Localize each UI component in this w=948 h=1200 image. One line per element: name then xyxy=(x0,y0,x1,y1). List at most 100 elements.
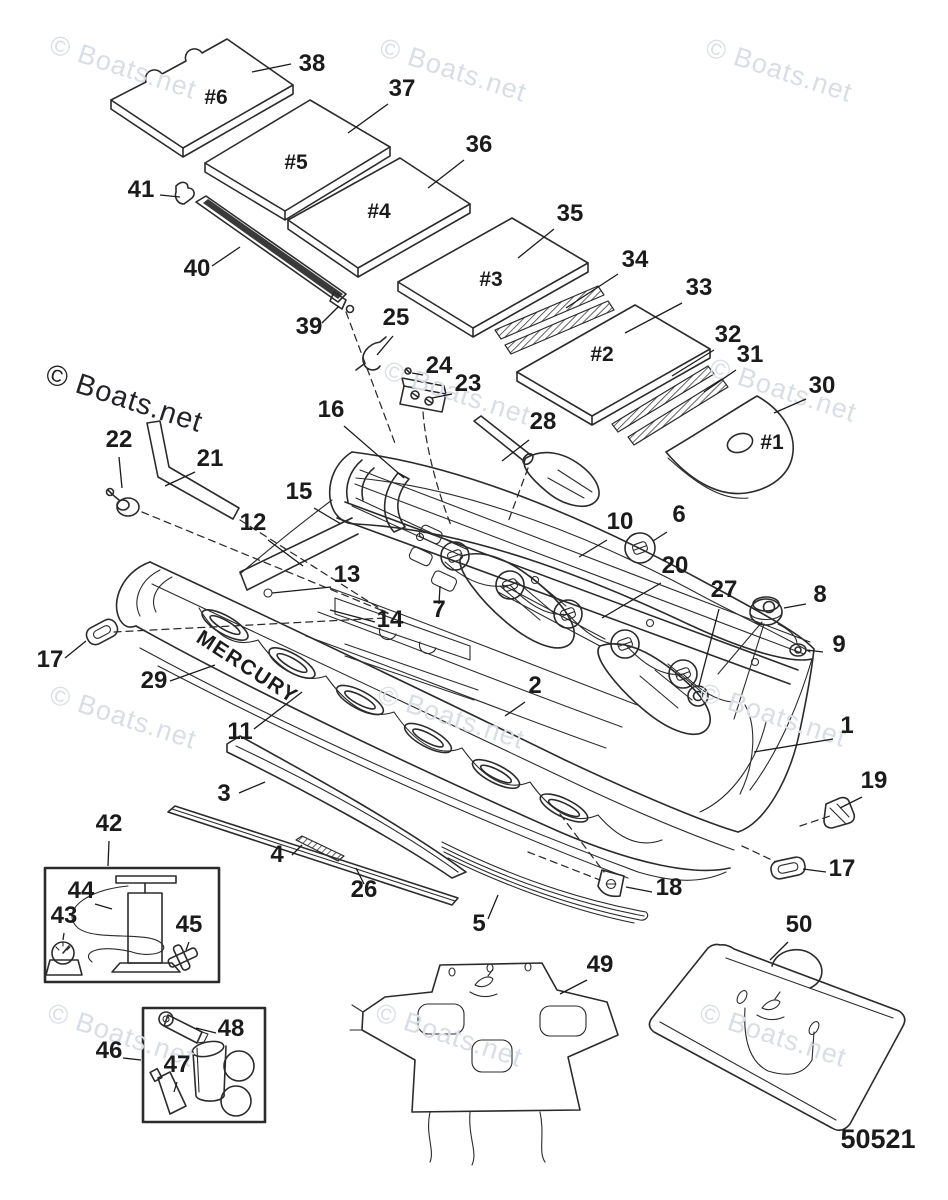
leader-line-17 xyxy=(64,640,87,659)
callout-7: 7 xyxy=(432,596,445,623)
leader-line-47 xyxy=(173,1081,178,1093)
leader-line-45 xyxy=(185,941,190,951)
valve-cap-9 xyxy=(789,643,807,657)
floorboard-label-5: #5 xyxy=(284,151,308,174)
leader-line-13 xyxy=(271,586,332,594)
leader-line-27 xyxy=(698,608,720,687)
leader-line-4 xyxy=(291,844,303,856)
grommet-17-right xyxy=(770,856,806,880)
leader-line-12 xyxy=(267,539,304,567)
callout-6: 6 xyxy=(672,501,685,528)
valve-22 xyxy=(105,487,140,517)
leader-line-40 xyxy=(211,246,241,267)
callout-37: 37 xyxy=(389,75,416,102)
d-ring-18 xyxy=(597,869,625,898)
callout-20: 20 xyxy=(662,552,689,579)
repair-kit-box xyxy=(141,1006,267,1124)
callout-30: 30 xyxy=(809,372,836,399)
callout-25: 25 xyxy=(383,304,410,331)
callout-46: 46 xyxy=(96,1037,123,1064)
callout-11: 11 xyxy=(227,718,252,745)
callout-16: 16 xyxy=(318,396,345,423)
bracket-23 xyxy=(399,377,447,413)
leader-line-23 xyxy=(431,393,453,399)
leader-line-33 xyxy=(624,302,683,334)
clip-19 xyxy=(823,796,856,829)
grommet-17-left xyxy=(85,618,119,646)
leader-line-46 xyxy=(122,1057,142,1061)
diagram-number: 50521 xyxy=(840,1124,915,1154)
callout-3: 3 xyxy=(217,780,230,807)
joiner-strips xyxy=(494,285,729,446)
floorboard-label-2: #2 xyxy=(590,343,613,366)
watermark-text: © Boats.net xyxy=(46,679,200,755)
callout-21: 21 xyxy=(197,445,224,472)
boat-logo xyxy=(469,968,498,998)
floorboard-labels: #6#5#4#3#2#1 xyxy=(204,86,784,454)
callout-12: 12 xyxy=(240,509,267,536)
watermark-text: © Boats.net xyxy=(696,677,850,753)
leader-line-41 xyxy=(159,194,181,198)
bag-handle xyxy=(771,948,823,989)
leader-line-48 xyxy=(195,1027,217,1034)
sealant-can xyxy=(191,1040,227,1102)
o-ring xyxy=(223,1050,255,1082)
leader-line-28 xyxy=(501,439,530,462)
callout-18: 18 xyxy=(656,874,683,901)
callout-29: 29 xyxy=(141,667,168,694)
leader-line-24 xyxy=(411,372,424,376)
leader-line-35 xyxy=(517,228,555,259)
callout-34: 34 xyxy=(622,246,649,273)
leader-line-7 xyxy=(438,585,441,605)
callout-42: 42 xyxy=(96,810,123,837)
callout-50: 50 xyxy=(786,911,813,938)
leader-line-44 xyxy=(94,903,113,910)
callout-41: 41 xyxy=(128,176,155,203)
leader-line-39 xyxy=(321,305,340,324)
floorboard-4 xyxy=(287,157,471,278)
floorboard-2 xyxy=(516,304,711,426)
pump-hose xyxy=(71,885,165,963)
leader-line-29 xyxy=(169,664,216,682)
callout-49: 49 xyxy=(587,951,614,978)
o-ring xyxy=(220,1085,252,1117)
boat-cover-49 xyxy=(349,962,619,1166)
callout-15: 15 xyxy=(286,478,313,505)
leader-line-26 xyxy=(355,867,365,885)
callout-23: 23 xyxy=(455,370,482,397)
callout-22: 22 xyxy=(106,426,133,453)
glue-tube-47 xyxy=(149,1067,187,1115)
leader-line-49 xyxy=(559,979,588,995)
watermark-text: © Boats.net xyxy=(702,32,856,108)
pump-kit-box xyxy=(43,866,221,984)
line-art xyxy=(43,38,906,1166)
floorboard-3 xyxy=(397,217,589,338)
leader-line-42 xyxy=(107,840,110,867)
leader-line-18 xyxy=(625,886,653,893)
leader-line-8 xyxy=(783,603,807,609)
strip-4 xyxy=(295,835,345,862)
leader-line-15 xyxy=(313,507,342,525)
callout-39: 39 xyxy=(296,313,323,340)
callout-17: 17 xyxy=(37,646,64,673)
callout-38: 38 xyxy=(299,50,326,77)
callout-13: 13 xyxy=(334,561,361,588)
leader-line-32 xyxy=(671,349,715,377)
callout-45: 45 xyxy=(176,911,203,938)
floorboard-label-4: #4 xyxy=(367,200,391,223)
leader-line-31 xyxy=(703,369,737,393)
callout-28: 28 xyxy=(530,408,557,435)
leader-line-25 xyxy=(376,335,394,356)
leader-line-1 xyxy=(753,738,834,753)
callout-26: 26 xyxy=(351,876,378,903)
leader-line-36 xyxy=(427,159,465,189)
washer-27 xyxy=(687,685,709,707)
callout-2: 2 xyxy=(528,672,541,699)
leader-line-20 xyxy=(601,582,662,619)
floorboard-6 xyxy=(110,38,294,158)
callout-33: 33 xyxy=(686,274,713,301)
callout-27: 27 xyxy=(711,576,738,603)
